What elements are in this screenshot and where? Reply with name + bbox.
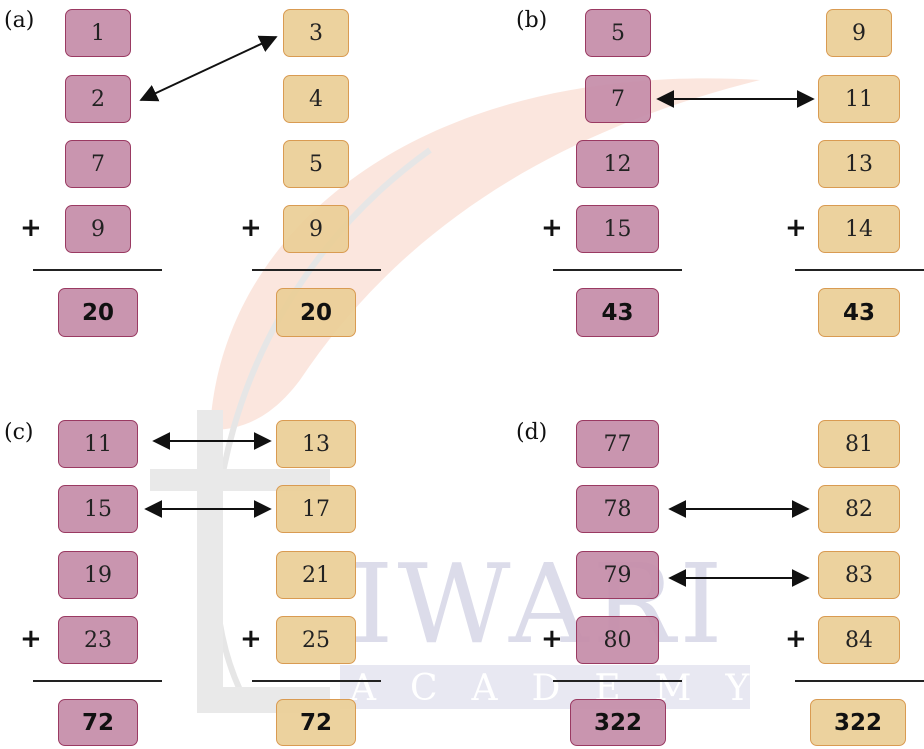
panel-a-left-rule	[33, 269, 162, 271]
panel-d-label: (d)	[516, 420, 548, 445]
panel-c-right-rule	[252, 680, 381, 682]
panel-c-label: (c)	[4, 420, 34, 445]
panel-c-right-1: 13	[276, 420, 356, 468]
panel-c-right-4: 25	[276, 616, 356, 664]
panel-d-left-total: 322	[570, 699, 666, 746]
panel-c-left-plus: +	[20, 624, 42, 654]
panel-a-right-2: 4	[283, 75, 349, 123]
panel-d-right-1: 81	[818, 420, 900, 468]
panel-c-right-plus: +	[240, 624, 262, 654]
panel-d-left-4: 80	[576, 616, 659, 664]
panel-c-left-1: 11	[58, 420, 138, 468]
panel-d-left-plus: +	[541, 624, 563, 654]
panel-a-left-1: 1	[65, 9, 131, 57]
panel-a-right-plus: +	[240, 213, 262, 243]
panel-b-left-2: 7	[585, 75, 651, 123]
panel-a-left-total: 20	[58, 288, 138, 337]
panel-c-right-total: 72	[276, 699, 356, 746]
panel-d-left-3: 79	[576, 551, 659, 599]
panel-d-right-3: 83	[818, 551, 900, 599]
panel-a-right-3: 5	[283, 140, 349, 188]
panel-c-right-3: 21	[276, 551, 356, 599]
watermark-word-academy: ACADEMY	[350, 668, 784, 709]
panel-d-right-rule	[795, 680, 924, 682]
panel-a-left-3: 7	[65, 140, 131, 188]
panel-d-right-4: 84	[818, 616, 900, 664]
panel-d-right-total: 322	[810, 699, 906, 746]
panel-b-left-plus: +	[541, 213, 563, 243]
panel-c-left-total: 72	[58, 699, 138, 746]
panel-b-left-total: 43	[576, 288, 659, 337]
panel-b-left-4: 15	[576, 205, 659, 253]
panel-b-left-1: 5	[585, 9, 651, 57]
panel-c-left-4: 23	[58, 616, 138, 664]
panel-b-right-4: 14	[818, 205, 900, 253]
panel-d-left-1: 77	[576, 420, 659, 468]
panel-b-left-3: 12	[576, 140, 659, 188]
panel-d-left-rule	[553, 680, 682, 682]
arrow-a-2-to-3	[139, 35, 278, 102]
panel-b-label: (b)	[516, 8, 548, 33]
panel-a-right-4: 9	[283, 205, 349, 253]
panel-d-right-plus: +	[785, 624, 807, 654]
panel-a-left-4: 9	[65, 205, 131, 253]
panel-a-label: (a)	[4, 8, 35, 33]
panel-b-right-rule	[795, 269, 924, 271]
panel-a-right-total: 20	[276, 288, 356, 337]
watermark-word-iwari: IWARI	[350, 540, 727, 668]
panel-b-right-1: 9	[826, 9, 892, 57]
panel-d-left-2: 78	[576, 485, 659, 533]
panel-c-left-rule	[33, 680, 162, 682]
panel-b-right-3: 13	[818, 140, 900, 188]
panel-b-left-rule	[553, 269, 682, 271]
panel-b-right-plus: +	[785, 213, 807, 243]
panel-a-right-rule	[252, 269, 381, 271]
panel-a-right-1: 3	[283, 9, 349, 57]
panel-a-left-2: 2	[65, 75, 131, 123]
panel-c-left-3: 19	[58, 551, 138, 599]
panel-a-left-plus: +	[20, 213, 42, 243]
panel-c-left-2: 15	[58, 485, 138, 533]
panel-b-right-2: 11	[818, 75, 900, 123]
panel-c-right-2: 17	[276, 485, 356, 533]
panel-b-right-total: 43	[818, 288, 900, 337]
panel-d-right-2: 82	[818, 485, 900, 533]
